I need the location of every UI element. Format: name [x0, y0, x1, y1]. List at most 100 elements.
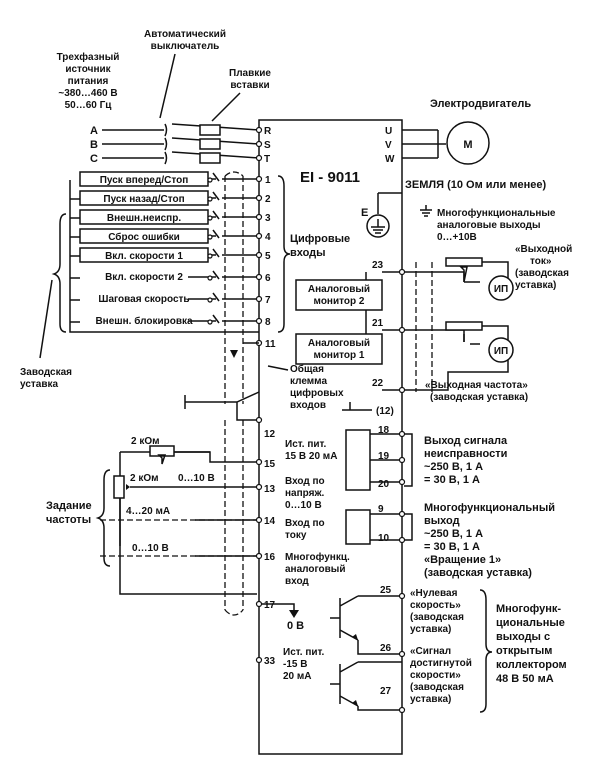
- factory-brace: [51, 213, 67, 333]
- terminal-6: 6: [265, 273, 271, 284]
- ground-wiring: [377, 192, 432, 217]
- aout-title-3: 0…+10В: [437, 232, 477, 243]
- terminal-3: 3: [265, 213, 271, 224]
- terminal-22: 22: [372, 378, 384, 389]
- terminal-u: U: [385, 126, 392, 137]
- fault-4: = 30 В, 1 А: [424, 474, 480, 486]
- common-label-1: Общая: [290, 363, 324, 375]
- phase-c-label: C: [90, 153, 98, 165]
- oc-brace: [479, 589, 493, 713]
- t33-note-1: Ист. пит.: [283, 647, 325, 658]
- factory-label-1: Заводская: [20, 367, 72, 378]
- terminal-1: 1: [265, 175, 271, 186]
- digital-input-boxes: [79, 171, 209, 263]
- ground-e-label: E: [361, 207, 368, 219]
- t16-note-3: вход: [285, 576, 309, 587]
- reached-5: уставка): [410, 694, 451, 705]
- supply-line-1: Трехфазный: [57, 51, 120, 63]
- monitor1-line1: Аналоговый: [308, 338, 370, 349]
- ground-icon-mark: [371, 219, 385, 234]
- input-speed1: Вкл. скорости 1: [105, 251, 183, 262]
- freq-wiring: [100, 416, 299, 664]
- oc-group-2: циональные: [496, 617, 565, 629]
- terminal-7: 7: [265, 295, 271, 306]
- motor-title: Электродвигатель: [430, 98, 531, 110]
- supply-line-3: питания: [68, 76, 109, 87]
- input-ext-block: Внешн. блокировка: [95, 315, 193, 327]
- multi-3: ~250 В, 1 А: [424, 528, 483, 540]
- digital-group-1: Цифровые: [290, 233, 350, 245]
- terminal-r: R: [264, 126, 272, 137]
- multi-5: «Вращение 1»: [424, 554, 501, 566]
- terminal-25: 25: [380, 585, 392, 596]
- digital-brace: [277, 175, 291, 333]
- terminal-16: 16: [264, 552, 276, 563]
- input-fwd: Пуск вперед/Стоп: [100, 175, 189, 186]
- supply-line-2: источник: [65, 64, 111, 75]
- monitor2-line1: Аналоговый: [308, 284, 370, 295]
- fuses-label-1: Плавкие: [229, 68, 271, 79]
- fault-3: ~250 В, 1 А: [424, 461, 483, 473]
- monitor1-line2: монитор 1: [314, 350, 365, 361]
- current-note-3: (заводская: [515, 268, 569, 279]
- breaker-leader: [159, 53, 176, 119]
- t15-note-2: 15 В 20 мА: [285, 451, 337, 462]
- t13-note-2: напряж.: [285, 488, 325, 499]
- terminal-20: 20: [378, 479, 390, 490]
- meter-top-icon: [488, 275, 514, 301]
- terminal-33: 33: [264, 656, 276, 667]
- factory-label-2: уставка: [20, 379, 58, 390]
- fuses-leader: [211, 92, 241, 122]
- digital-group-2: входы: [290, 247, 326, 259]
- meter-bottom-icon: [488, 337, 514, 363]
- ground-label: ЗЕМЛЯ (10 Ом или менее): [405, 179, 546, 191]
- input-jog: Шаговая скорость: [98, 294, 189, 305]
- monitor2-box: [295, 279, 383, 311]
- digital-input-wires: [69, 171, 263, 404]
- t16-note-1: Многофункц.: [285, 551, 350, 563]
- fault-2: неисправности: [424, 448, 507, 460]
- terminal-14: 14: [264, 516, 276, 527]
- current-note-1: «Выходной: [515, 244, 572, 255]
- common-label-2: клемма: [290, 376, 327, 387]
- zero-3: (заводская: [410, 612, 464, 623]
- t33-note-3: 20 мА: [283, 671, 312, 682]
- oc-group-3: выходы с: [496, 631, 550, 643]
- terminal-t: T: [264, 154, 270, 165]
- terminal-26: 26: [380, 643, 392, 654]
- fuses-label-2: вставки: [230, 80, 269, 91]
- t15-note-1: Ист. пит.: [285, 439, 327, 450]
- terminal-19: 19: [378, 451, 390, 462]
- terminal-15: 15: [264, 459, 276, 470]
- t13-note-1: Вход по: [285, 476, 325, 487]
- motor-symbol: [446, 121, 490, 165]
- multi-1: Многофункциональный: [424, 502, 555, 514]
- input-reset: Сброс ошибки: [108, 231, 180, 243]
- phase-lines: [102, 123, 263, 165]
- t33-note-2: -15 В: [283, 659, 307, 670]
- oc-group-4: открытым: [496, 645, 552, 657]
- pot-side-label: 2 кОм: [130, 473, 159, 484]
- model-label: EI - 9011: [300, 169, 360, 186]
- aout-title-1: Многофункциональные: [437, 207, 556, 219]
- phase-a-label: A: [90, 125, 98, 137]
- range-16-label: 0…10 В: [132, 543, 169, 554]
- common-label-3: цифровых: [290, 387, 344, 399]
- freq-note-2: (заводская уставка): [430, 392, 528, 403]
- fault-1: Выход сигнала: [424, 435, 508, 447]
- terminal-11: 11: [265, 339, 276, 350]
- t14-note-1: Вход по: [285, 518, 325, 529]
- terminal-w: W: [385, 154, 395, 165]
- multi-6: (заводская уставка): [424, 567, 532, 579]
- reached-4: (заводская: [410, 682, 464, 693]
- common-label-4: входов: [290, 400, 326, 411]
- fault-relay: [345, 429, 413, 491]
- multi-2: выход: [424, 515, 460, 527]
- input-speed2: Вкл. скорости 2: [105, 272, 183, 283]
- freq-label-2: частоты: [46, 514, 91, 526]
- freq-brace: [95, 469, 111, 567]
- t16-note-2: аналоговый: [285, 564, 345, 575]
- terminal-21: 21: [372, 318, 384, 329]
